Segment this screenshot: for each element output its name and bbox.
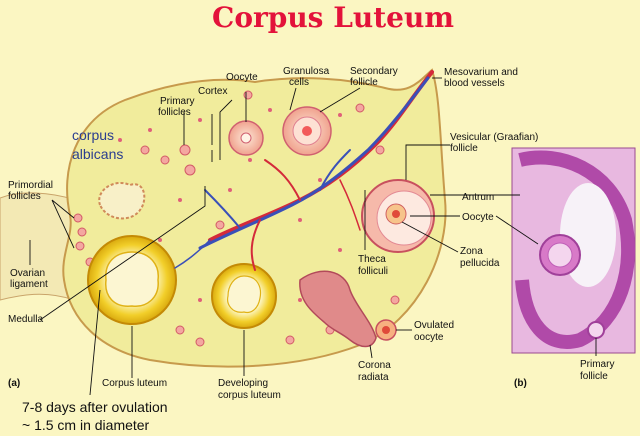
label-ovarian-2: ligament <box>10 279 48 290</box>
developing-corpus-luteum <box>211 263 277 329</box>
page-title: Corpus Luteum <box>212 1 454 34</box>
label-primary-follicle-2: follicle <box>580 371 608 382</box>
label-vesicular-1: Vesicular (Graafian) <box>450 132 538 143</box>
label-developing-2: corpus luteum <box>218 390 281 401</box>
blood-vessels <box>174 70 434 271</box>
label-primary-2: follicles <box>158 107 191 118</box>
label-antrum: Antrum <box>462 192 494 203</box>
label-albicans: albicans <box>72 146 123 162</box>
ruptured-follicle <box>299 270 377 348</box>
label-theca-2: folliculi <box>358 266 388 277</box>
label-secondary-2: follicle <box>350 77 378 88</box>
label-panel-b: (b) <box>514 378 527 389</box>
follicle-oocyte-top <box>228 120 264 156</box>
label-cortex: Cortex <box>198 86 227 97</box>
label-mesovarium-1: Mesovarium and <box>444 67 518 78</box>
label-granulosa-2: cells <box>289 77 309 88</box>
ovulated-oocyte <box>375 319 397 341</box>
label-corona-2: radiata <box>358 372 389 383</box>
label-ovulated-2: oocyte <box>414 332 444 343</box>
secondary-follicle <box>282 106 332 156</box>
label-primordial-2: follicles <box>8 191 41 202</box>
label-corpus: corpus <box>72 127 114 143</box>
caption-line-2: ~ 1.5 cm in diameter <box>22 417 150 433</box>
label-oocyte-top: Oocyte <box>226 72 258 83</box>
label-primary-follicle-1: Primary <box>580 359 614 370</box>
label-mesovarium-2: blood vessels <box>444 78 505 89</box>
label-zona-2: pellucida <box>460 258 500 269</box>
label-corona-1: Corona <box>358 360 391 371</box>
label-panel-a: (a) <box>8 378 20 389</box>
label-primary-1: Primary <box>160 96 194 107</box>
label-ovarian-1: Ovarian <box>10 268 45 279</box>
corpus-luteum <box>87 235 177 325</box>
label-primordial-1: Primordial <box>8 180 53 191</box>
label-developing-1: Developing <box>218 378 268 389</box>
label-granulosa-1: Granulosa <box>283 66 330 77</box>
corpus-albicans <box>98 182 146 220</box>
label-ovulated-1: Ovulated <box>414 320 454 331</box>
vesicular-follicle <box>361 179 435 253</box>
label-theca-1: Theca <box>358 254 386 265</box>
label-medulla: Medulla <box>8 314 43 325</box>
caption-line-1: 7-8 days after ovulation <box>22 399 168 415</box>
histology-panel <box>511 147 636 354</box>
label-secondary-1: Secondary <box>350 66 398 77</box>
label-vesicular-2: follicle <box>450 143 478 154</box>
label-corpus-luteum: Corpus luteum <box>102 378 167 389</box>
label-oocyte-right: Oocyte <box>462 212 494 223</box>
label-zona-1: Zona <box>460 246 483 257</box>
leader-lines <box>29 77 597 396</box>
